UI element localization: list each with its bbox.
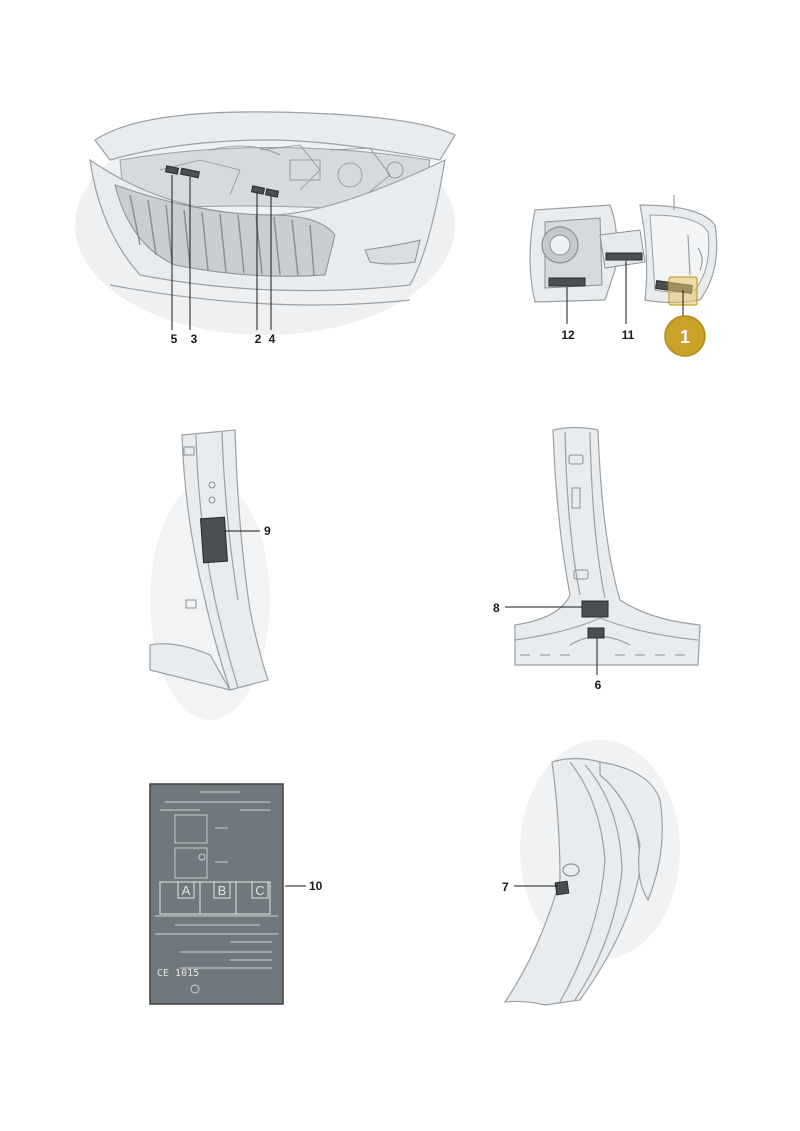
svg-text:B: B [218,883,227,898]
callout-6: 6 [595,678,602,692]
callout-1: 1 [680,327,690,347]
pillar-sticker-9 [199,516,229,564]
callout-2: 2 [255,332,262,346]
fuel-sticker-12 [548,277,586,287]
callout-7: 7 [502,880,509,894]
callout-4: 4 [269,332,276,346]
callout-10: 10 [309,879,323,893]
engine-sticker-2 [250,185,266,195]
sill-sticker-6 [587,627,605,639]
tyre-pressure-label-sheet: A B C CE 1015 10 [149,783,323,1005]
rear-pillar-illustration: 7 [502,740,680,1006]
callout-5: 5 [171,332,178,346]
callout-badge-1 [664,315,706,357]
callout-3: 3 [191,332,198,346]
rear-sticker-7 [554,880,570,896]
callout-8: 8 [493,601,500,615]
pillar-right-illustration: 8 6 [493,426,701,692]
callout-11: 11 [622,328,635,342]
fuel-sticker-11 [605,252,643,261]
engine-sticker-3 [179,167,201,179]
sill-sticker-8 [581,600,609,618]
callout-12: 12 [561,328,575,342]
callout-9: 9 [264,524,271,538]
label-box-c: C [235,881,271,915]
fuel-flap-illustration: 12 11 1 [529,195,718,357]
engine-sticker-4 [264,188,280,198]
svg-text:A: A [182,883,191,898]
svg-text:C: C [255,883,264,898]
engine-bay-illustration: 5 3 2 4 [75,111,456,346]
engine-sticker-5 [164,165,180,175]
ce-mark: CE 1015 [157,968,199,979]
pillar-left-illustration: 9 [149,429,271,720]
